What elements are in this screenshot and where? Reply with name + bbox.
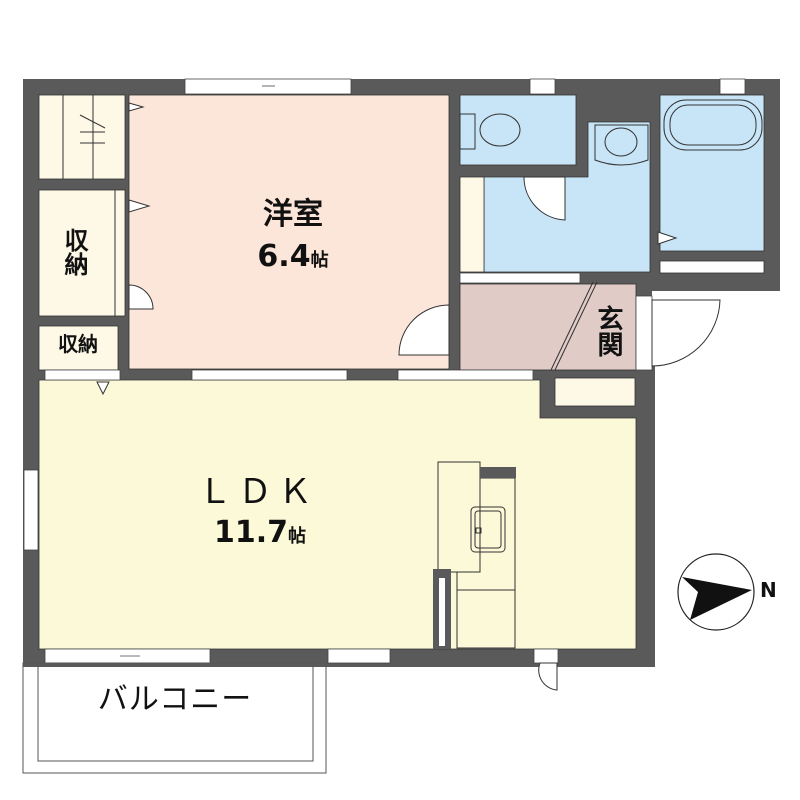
entrance-label: 玄関 [593,305,623,357]
bath-area [659,94,765,252]
ldk-size: 11.7帖 [200,518,320,548]
bath-step [659,260,765,274]
ldk-label: ＬＤＫ [198,472,318,512]
closet-details [62,95,116,316]
rooms [38,94,765,650]
balcony [22,662,327,774]
compass-north-label: N [760,578,777,602]
shoe-storage-area [554,377,636,407]
washbasin-icon [594,124,649,166]
north-arrow-icon [677,553,755,631]
storage-1-area [38,189,126,317]
western-room-size: 6.4帖 [238,242,348,272]
western-room-size-unit: 帖 [310,250,329,271]
western-room-area [128,94,450,370]
windows [23,78,746,664]
balcony-label: バルコニー [97,682,253,717]
storage-1-label: 収納 [60,228,88,276]
toilet-area [459,94,577,166]
doors [96,102,721,691]
closet-shoe [38,94,126,180]
bathtub-icon [663,99,763,151]
western-room-size-value: 6.4 [257,239,311,274]
storage-2-label: 収納 [58,332,98,356]
ldk-area [38,379,637,650]
entrance-step [550,281,598,371]
ldk-size-value: 11.7 [213,515,289,550]
entrance-hall-area [459,283,637,371]
fixtures [433,99,763,649]
western-room-label: 洋室 [263,197,323,232]
sink-icon [470,506,506,553]
ldk-size-unit: 帖 [288,526,307,547]
toilet-icon [479,113,521,147]
linen-shelf [459,176,485,273]
storage-2-area [38,325,119,371]
